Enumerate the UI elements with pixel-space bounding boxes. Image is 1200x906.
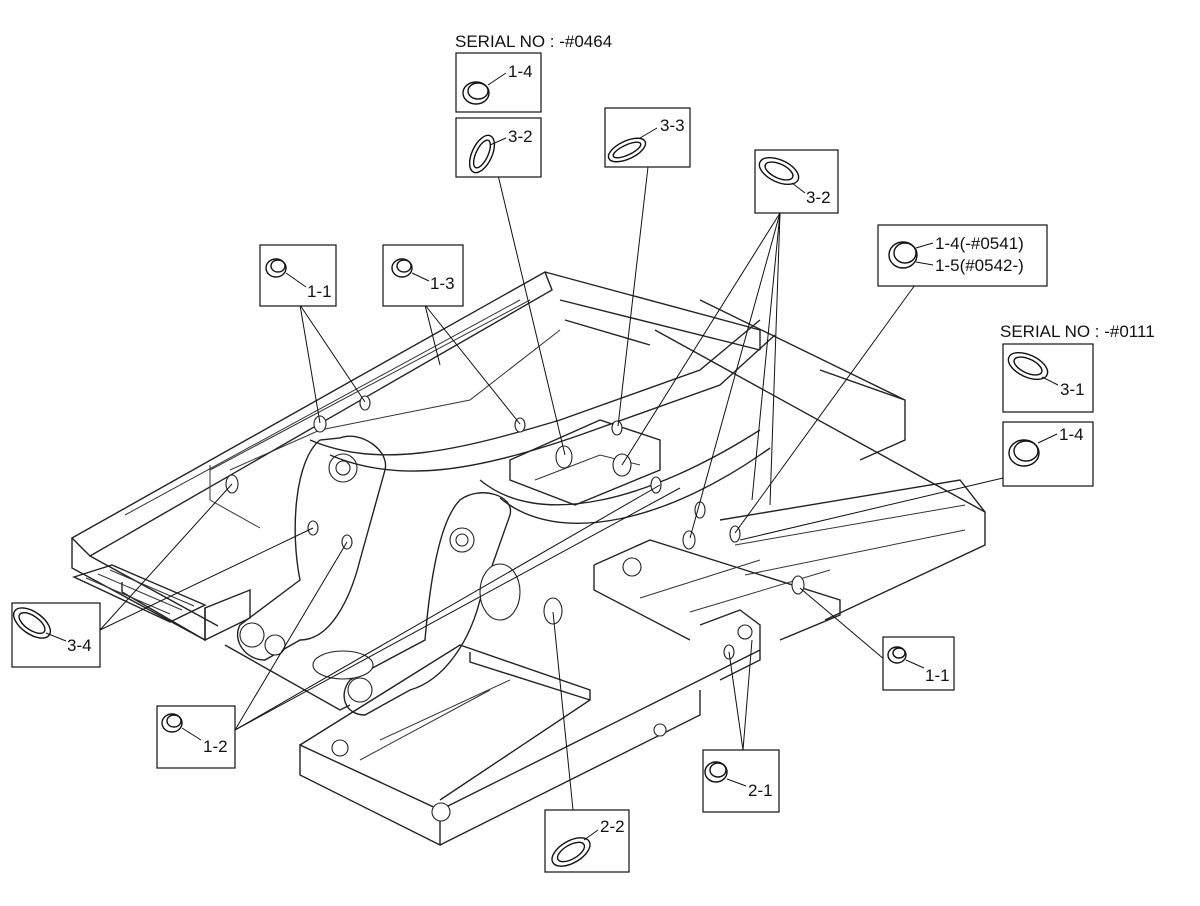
callout-3-4[interactable]: 3-4: [8, 602, 101, 668]
callout-label: 3-3: [660, 116, 685, 135]
callout-label: 3-2: [806, 188, 831, 207]
callout-3-2-right[interactable]: 3-2: [754, 149, 839, 214]
callout-label-1-4: 1-4(-#0541): [935, 234, 1024, 253]
callout-label: 1-1: [925, 666, 950, 685]
oval-grommet-icon: [607, 137, 647, 163]
callout-3-3[interactable]: 3-3: [604, 107, 691, 168]
callout-label: 1-3: [430, 274, 455, 293]
callout-1-4-1-5[interactable]: 1-4(-#0541) 1-5(#0542-): [877, 224, 1048, 287]
round-grommet-icon: [462, 81, 490, 105]
oval-grommet-icon: [1007, 351, 1049, 381]
callout-2-2[interactable]: 2-2: [544, 809, 630, 873]
callout-label: 1-2: [203, 737, 228, 756]
round-grommet-icon: [265, 258, 287, 278]
callout-label: 1-4: [508, 62, 533, 81]
callout-label: 2-1: [748, 781, 773, 800]
callout-3-2-top[interactable]: 3-2: [455, 117, 542, 178]
callout-1-4-top[interactable]: 1-4: [455, 52, 542, 113]
upper-frame-drawing: [70, 270, 986, 847]
callout-label: 2-2: [600, 817, 625, 836]
oval-grommet-icon: [758, 156, 800, 186]
callout-label: 1-4: [1059, 425, 1084, 444]
leader-lines: [99, 166, 1004, 811]
round-grommet-icon: [161, 713, 183, 733]
callout-1-4-right[interactable]: 1-4: [1002, 421, 1094, 487]
callout-3-1[interactable]: 3-1: [1002, 343, 1094, 413]
callout-2-1[interactable]: 2-1: [702, 749, 780, 813]
callout-1-1-left[interactable]: 1-1: [259, 244, 337, 307]
round-grommet-icon: [887, 646, 907, 664]
callout-1-3[interactable]: 1-3: [382, 244, 464, 307]
oval-grommet-icon: [12, 607, 52, 639]
callout-label: 3-1: [1060, 380, 1085, 399]
serial-note-top: SERIAL NO : -#0464: [455, 32, 612, 51]
round-grommet-icon: [1008, 439, 1040, 467]
round-grommet-icon: [391, 258, 413, 278]
round-grommet-icon: [704, 761, 728, 783]
callout-1-1-right[interactable]: 1-1: [882, 636, 955, 691]
callout-label: 1-1: [307, 282, 332, 301]
oval-grommet-icon: [551, 837, 591, 867]
callout-label: 3-4: [67, 636, 92, 655]
oval-grommet-icon: [468, 134, 496, 174]
callout-label-1-5: 1-5(#0542-): [935, 256, 1024, 275]
serial-note-right: SERIAL NO : -#0111: [1000, 322, 1155, 341]
callout-label: 3-2: [508, 127, 533, 146]
callout-1-2[interactable]: 1-2: [156, 705, 236, 769]
round-grommet-icon: [888, 241, 918, 269]
